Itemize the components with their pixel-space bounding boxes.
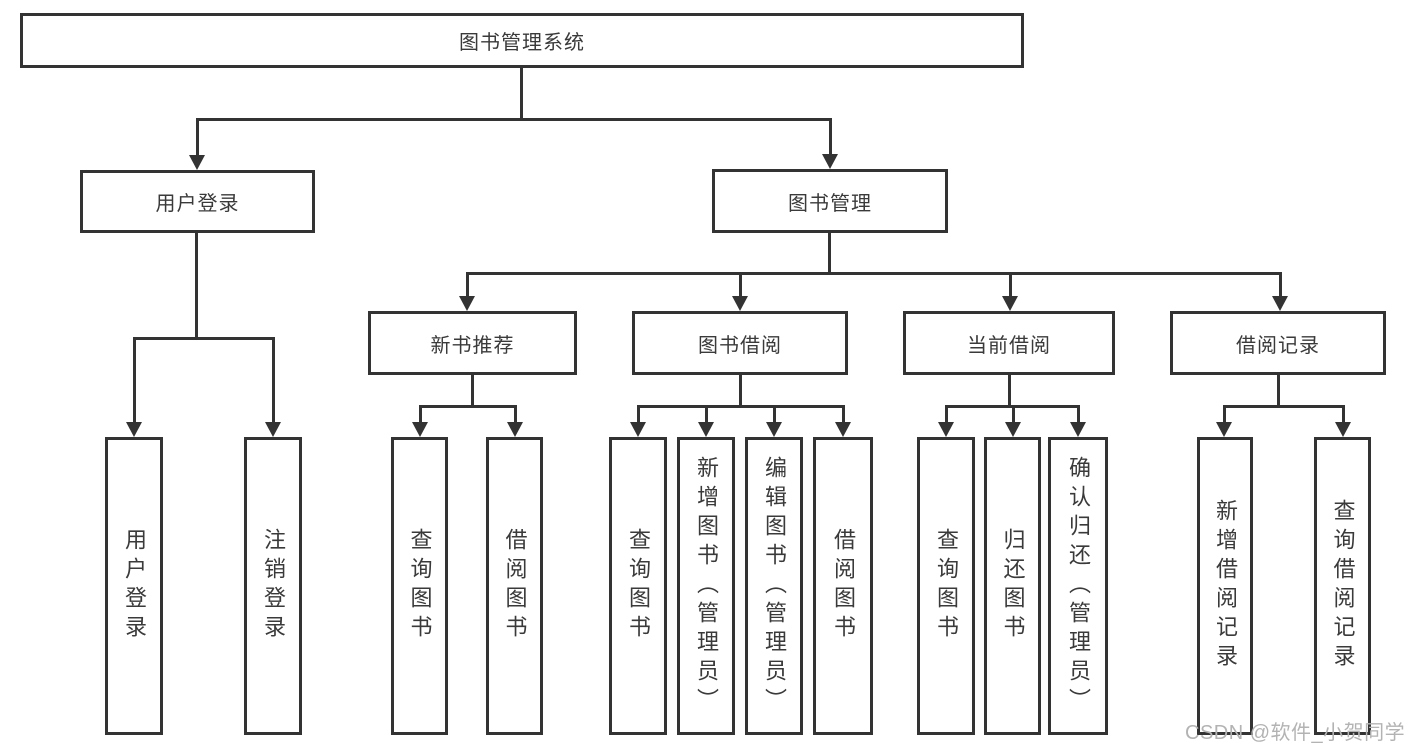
leaf-label: 新增图书（管理员）	[694, 455, 719, 717]
connector-record-bar	[1223, 405, 1345, 408]
leaf-logout: 注销登录	[244, 437, 302, 735]
leaf-label: 归还图书	[1000, 528, 1026, 644]
node-current-borrow: 当前借阅	[903, 311, 1115, 375]
node-borrow-record: 借阅记录	[1170, 311, 1386, 375]
leaf-label: 借阅图书	[502, 528, 528, 644]
arrow-down-icon	[1070, 405, 1086, 437]
node-library-system: 图书管理系统	[20, 13, 1024, 68]
arrow-down-icon	[630, 405, 646, 437]
node-user-login: 用户登录	[80, 170, 315, 233]
arrow-down-icon	[1216, 405, 1232, 437]
leaf-label: 注销登录	[261, 528, 286, 644]
arrow-down-icon	[732, 272, 748, 311]
node-book-borrow: 图书借阅	[632, 311, 848, 375]
arrow-down-icon	[459, 272, 475, 311]
leaf-borrow-book-recommend: 借阅图书	[486, 437, 543, 735]
connector-userlogin-bar	[133, 337, 275, 340]
arrow-down-icon	[507, 405, 523, 437]
arrow-down-icon	[189, 118, 205, 170]
leaf-label: 查询图书	[407, 528, 433, 644]
arrow-down-icon	[265, 337, 281, 437]
connector-newbook-trunk	[471, 375, 474, 405]
connector-borrow-bar	[637, 405, 845, 408]
arrow-down-icon	[1005, 405, 1021, 437]
arrow-down-icon	[126, 337, 142, 437]
leaf-label: 用户登录	[122, 528, 147, 644]
arrow-down-icon	[822, 118, 838, 169]
leaf-add-borrow-record: 新增借阅记录	[1197, 437, 1253, 735]
arrow-down-icon	[938, 405, 954, 437]
leaf-borrow-book: 借阅图书	[813, 437, 873, 735]
leaf-label: 借阅图书	[831, 528, 856, 644]
arrow-down-icon	[412, 405, 428, 437]
leaf-confirm-return-admin: 确认归还（管理员）	[1048, 437, 1108, 735]
leaf-label: 查询图书	[934, 528, 959, 644]
leaf-label: 查询图书	[626, 528, 651, 644]
arrow-down-icon	[835, 405, 851, 437]
connector-newbook-bar	[419, 405, 517, 408]
csdn-watermark: CSDN @软件_小贺同学	[1185, 722, 1405, 744]
arrow-down-icon	[1335, 405, 1351, 437]
leaf-query-borrow-record: 查询借阅记录	[1314, 437, 1371, 735]
leaf-label: 查询借阅记录	[1330, 499, 1356, 673]
connector-record-trunk	[1277, 375, 1280, 405]
leaf-query-book-borrow: 查询图书	[609, 437, 667, 735]
leaf-edit-book-admin: 编辑图书（管理员）	[745, 437, 803, 735]
connector-borrow-trunk	[739, 375, 742, 405]
leaf-query-book-recommend: 查询图书	[391, 437, 448, 735]
leaf-add-book-admin: 新增图书（管理员）	[677, 437, 735, 735]
arrow-down-icon	[1002, 272, 1018, 311]
connector-root-trunk	[520, 68, 523, 118]
leaf-return-book: 归还图书	[984, 437, 1041, 735]
leaf-label: 新增借阅记录	[1213, 499, 1238, 673]
leaf-label: 确认归还（管理员）	[1066, 455, 1091, 717]
connector-bookmgmt-trunk	[828, 233, 831, 272]
node-new-book-recommend: 新书推荐	[368, 311, 577, 375]
arrow-down-icon	[766, 405, 782, 437]
connector-level1-bar	[196, 118, 831, 121]
connector-userlogin-trunk	[195, 233, 198, 337]
arrow-down-icon	[1272, 272, 1288, 311]
connector-current-trunk	[1008, 375, 1011, 405]
node-book-management: 图书管理	[712, 169, 948, 233]
leaf-user-login: 用户登录	[105, 437, 163, 735]
leaf-query-book-current: 查询图书	[917, 437, 975, 735]
leaf-label: 编辑图书（管理员）	[762, 455, 787, 717]
arrow-down-icon	[698, 405, 714, 437]
connector-level2-bar	[466, 272, 1282, 275]
